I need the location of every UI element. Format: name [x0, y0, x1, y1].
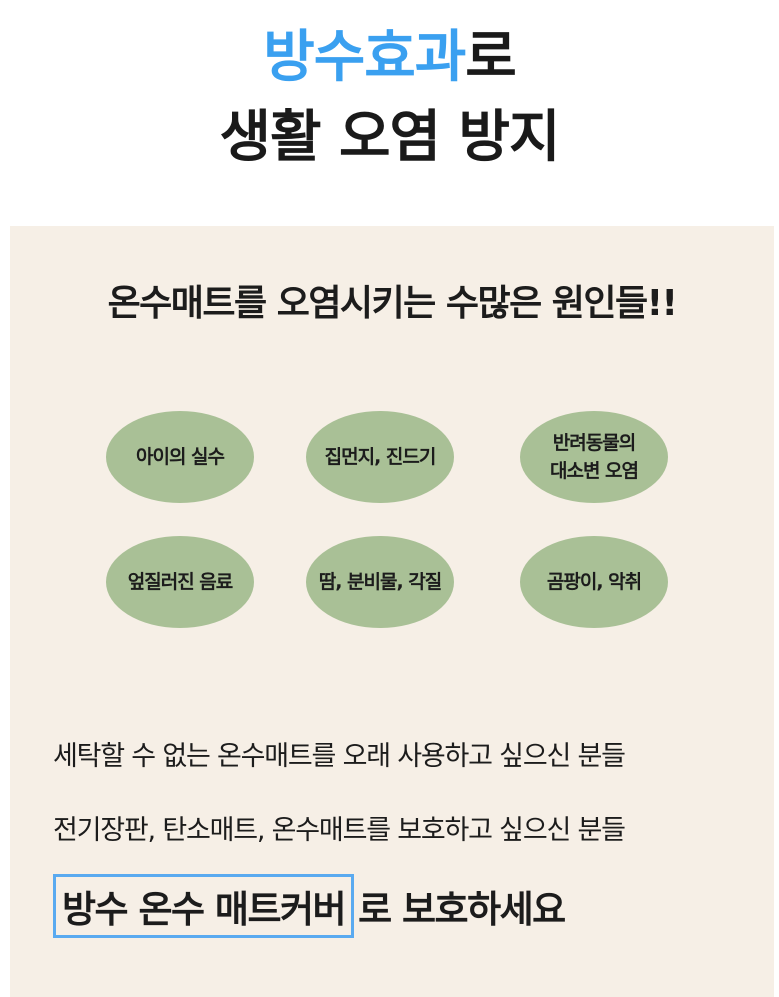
cta-highlight: 방수 온수 매트커버	[53, 874, 355, 938]
cta-rest: 로 보호하세요	[358, 888, 566, 931]
cause-bubble: 엎질러진 음료	[106, 536, 254, 628]
headline-line-1: 방수효과로	[0, 18, 779, 98]
cause-label: 땀, 분비물, 각질	[318, 571, 443, 593]
causes-panel: 온수매트를 오염시키는 수많은 원인들!! 아이의 실수 집먼지, 진드기 반려…	[10, 226, 774, 997]
cause-label: 아이의 실수	[135, 446, 225, 468]
cause-label: 곰팡이, 악취	[546, 571, 642, 593]
target-user-line-1: 세탁할 수 없는 온수매트를 오래 사용하고 싶으신 분들	[53, 741, 626, 772]
cause-bubble: 땀, 분비물, 각질	[306, 536, 454, 628]
cause-bubble: 아이의 실수	[106, 411, 254, 503]
headline-line-2: 생활 오염 방지	[219, 105, 560, 170]
headline: 방수효과로 생활 오염 방지	[0, 18, 779, 178]
cause-bubble: 집먼지, 진드기	[306, 411, 454, 503]
cause-label: 엎질러진 음료	[127, 571, 233, 593]
headline-accent: 방수효과	[263, 25, 466, 90]
panel-title: 온수매트를 오염시키는 수많은 원인들!!	[107, 283, 678, 324]
cause-bubble: 반려동물의 대소변 오염	[520, 411, 668, 503]
cause-label: 집먼지, 진드기	[324, 446, 437, 468]
cause-label: 반려동물의 대소변 오염	[549, 432, 639, 482]
cause-bubble: 곰팡이, 악취	[520, 536, 668, 628]
headline-line-1-rest: 로	[465, 25, 517, 90]
target-user-line-2: 전기장판, 탄소매트, 온수매트를 보호하고 싶으신 분들	[53, 815, 626, 846]
